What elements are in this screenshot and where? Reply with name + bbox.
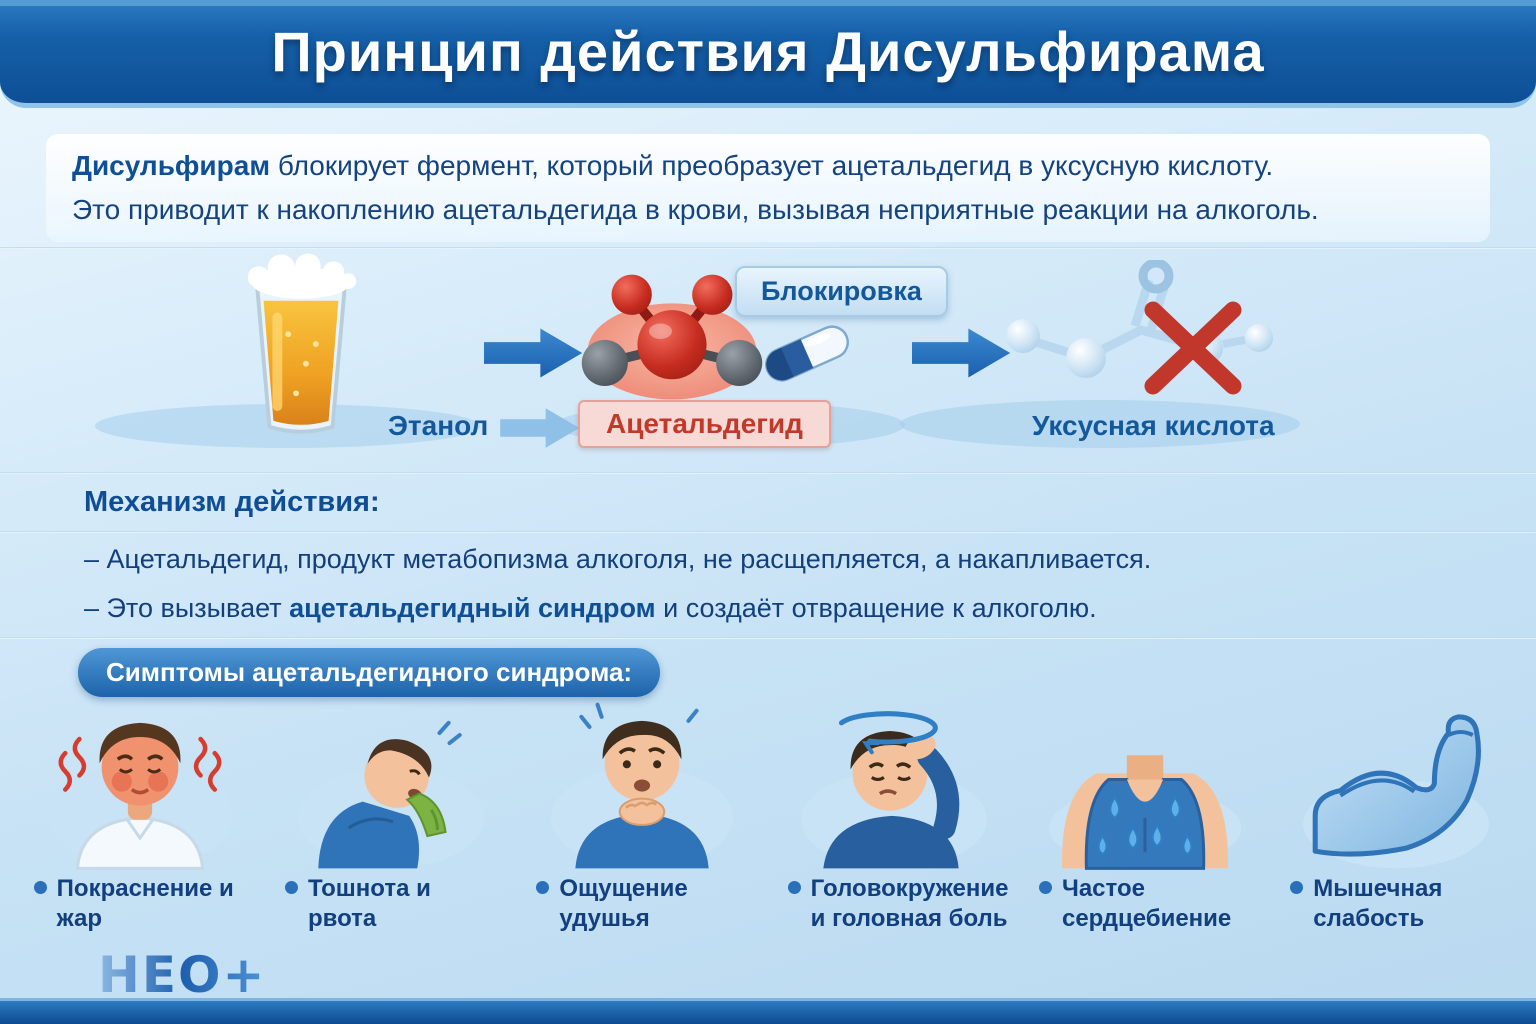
mechanism-bullet-2-suffix: и создаёт отвращение к алкоголю.: [655, 593, 1097, 623]
symptom-label-text: Головокружение и головная боль: [810, 875, 1009, 932]
mechanism-bullet-1: – Ацетальдегид, продукт метабопизма алко…: [84, 544, 1152, 574]
footer-strip: [0, 998, 1536, 1024]
red-x-icon: [1144, 301, 1242, 395]
small-flow-arrow-icon: [500, 408, 580, 448]
intro-line-2: Это приводит к накоплению ацетальдегида …: [72, 194, 1319, 225]
symptom-label: Тошнота и рвота: [284, 874, 497, 934]
symptom-label: Ощущение удушья: [536, 874, 748, 934]
bullet-dot-icon: [284, 881, 298, 894]
section-divider: [0, 637, 1536, 639]
weak-muscle-arm-icon: [1303, 714, 1490, 869]
blocked-acetic-acid-molecule-icon: [1006, 260, 1273, 395]
symptom-item-flushing: Покраснение и жар: [14, 694, 265, 952]
puddle-shape: [900, 400, 1300, 448]
symptom-label: Головокружение и головная боль: [787, 874, 1008, 934]
symptom-label: Мышечная слабость: [1290, 874, 1502, 934]
flow-arrow-icon: [484, 328, 583, 378]
symptoms-row: Покраснение и жар: [14, 694, 1522, 952]
blockade-label: Блокировка: [735, 266, 948, 317]
section-divider: [0, 472, 1536, 474]
symptom-label-text: Мышечная слабость: [1313, 875, 1443, 932]
acetaldehyde-label: Ацетальдегид: [578, 400, 831, 448]
top-accent-line: [0, 0, 1536, 6]
dizzy-man-icon: [800, 711, 987, 869]
ethanol-label: Этанол: [388, 410, 489, 441]
vomiting-man-icon: [298, 720, 484, 869]
symptom-label-text: Частое сердцебиение: [1061, 875, 1232, 932]
bullet-dot-icon: [536, 881, 550, 894]
symptom-item-weakness: Мышечная слабость: [1271, 694, 1522, 952]
acetic-acid-label: Уксусная кислота: [1032, 410, 1275, 441]
sweating-torso-icon: [1049, 755, 1241, 870]
section-divider: [0, 531, 1536, 533]
intro-keyword: Дисульфирам: [72, 150, 271, 181]
mechanism-diagram: Блокировка: [0, 252, 1536, 470]
symptom-item-nausea: Тошнота и рвота: [265, 694, 516, 952]
intro-panel: Дисульфирам блокирует фермент, который п…: [46, 134, 1490, 242]
bullet-dot-icon: [1290, 881, 1304, 894]
bullet-dot-icon: [1038, 881, 1052, 894]
mechanism-bullet-2-prefix: – Это вызывает: [84, 593, 290, 623]
mechanism-bullet-2-bold: ацетальдегидный синдром: [289, 593, 656, 623]
symptom-item-choking: Ощущение удушья: [517, 694, 768, 952]
bullet-dot-icon: [33, 881, 47, 894]
intro-line-1-text: блокирует фермент, который преобразует а…: [270, 150, 1274, 181]
beer-glass-icon: [247, 253, 357, 434]
mechanism-heading: Механизм действия:: [84, 486, 380, 518]
bullet-dot-icon: [787, 881, 801, 894]
header-banner: Принцип действия Дисульфирама: [0, 0, 1536, 108]
mechanism-bullet-2: – Это вызывает ацетальдегидный синдром и…: [84, 593, 1097, 624]
symptom-label-text: Тошнота и рвота: [307, 875, 431, 932]
symptoms-heading: Симптомы ацетальдегидного синдрома:: [78, 648, 661, 697]
section-divider: [0, 247, 1536, 249]
choking-man-icon: [551, 702, 734, 869]
brand-logo: НЕО+: [98, 946, 267, 1004]
acetaldehyde-molecule-icon: [581, 274, 763, 400]
symptom-label-text: Ощущение удушья: [559, 875, 688, 932]
intro-line-1: Дисульфирам блокирует фермент, который п…: [72, 150, 1464, 182]
flow-arrow-icon: [912, 328, 1011, 378]
capsule-pill-icon: [765, 325, 849, 382]
symptom-label: Частое сердцебиение: [1038, 874, 1251, 934]
symptom-label-text: Покраснение и жар: [56, 875, 234, 932]
page-title: Принцип действия Дисульфирама: [271, 20, 1265, 83]
symptom-item-heartbeat: Частое сердцебиение: [1019, 694, 1270, 952]
symptom-label: Покраснение и жар: [33, 874, 246, 934]
symptom-item-dizziness: Головокружение и головная боль: [768, 694, 1019, 952]
flushed-man-icon: [46, 722, 233, 870]
